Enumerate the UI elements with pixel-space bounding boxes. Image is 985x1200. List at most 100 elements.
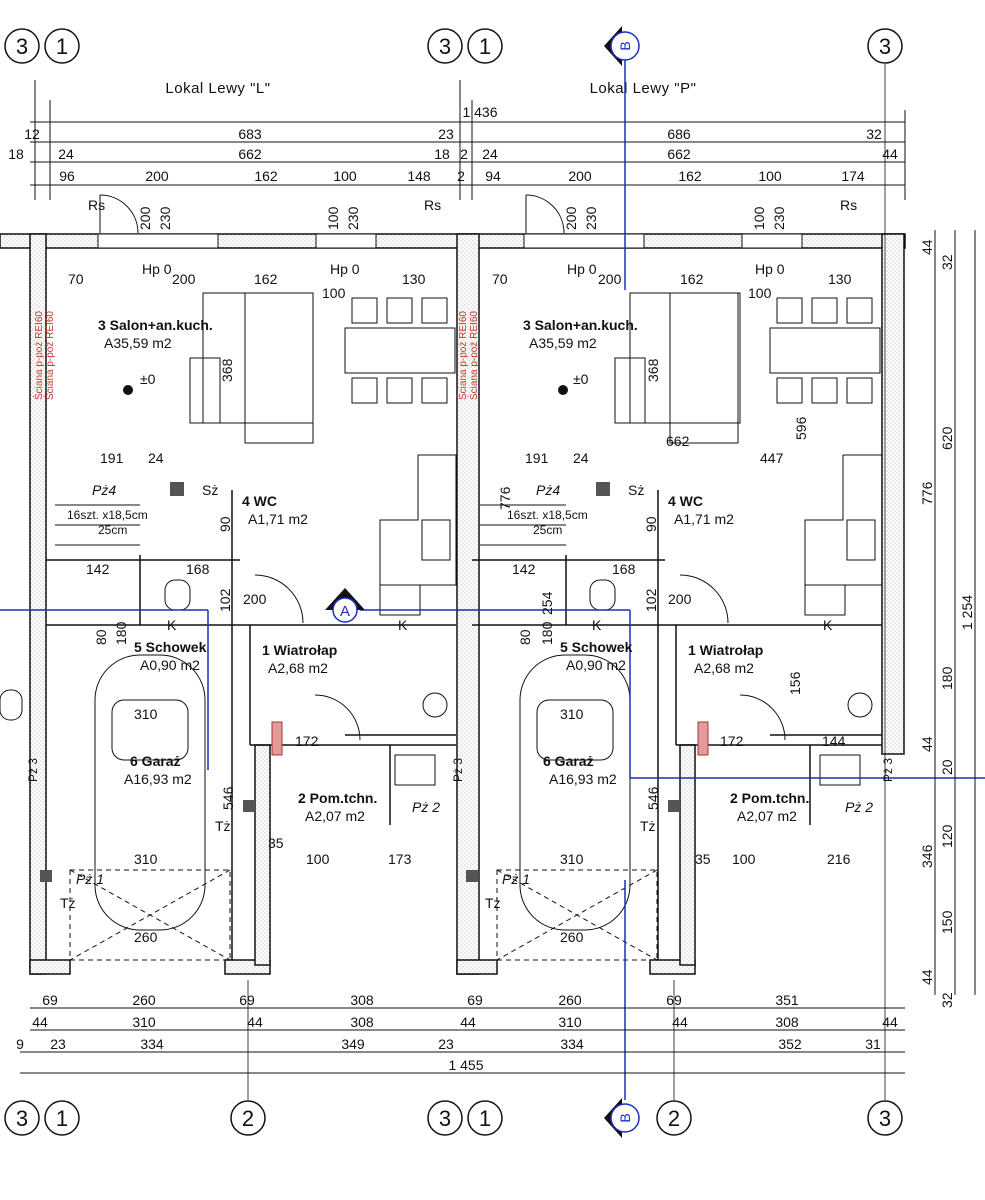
- svg-text:200: 200: [598, 271, 622, 287]
- svg-text:Sż: Sż: [628, 482, 644, 498]
- svg-text:44: 44: [919, 239, 935, 255]
- svg-text:Pż4: Pż4: [536, 482, 560, 498]
- svg-text:310: 310: [132, 1014, 156, 1030]
- svg-text:546: 546: [220, 786, 236, 810]
- section-b-marker-top: B: [604, 26, 640, 66]
- svg-text:2: 2: [457, 168, 465, 184]
- svg-text:120: 120: [939, 824, 955, 848]
- axis-label: 3: [16, 1106, 28, 1131]
- section-a-marker: A: [325, 588, 365, 623]
- svg-text:31: 31: [865, 1036, 881, 1052]
- svg-text:260: 260: [132, 992, 156, 1008]
- axis-lines: [247, 64, 886, 1100]
- svg-text:±0: ±0: [140, 371, 156, 387]
- svg-text:±0: ±0: [573, 371, 589, 387]
- room-area: A0,90 m2: [140, 657, 200, 673]
- svg-text:310: 310: [134, 706, 158, 722]
- svg-text:Sż: Sż: [202, 482, 218, 498]
- svg-text:216: 216: [827, 851, 851, 867]
- svg-text:200: 200: [568, 168, 592, 184]
- axis-label: 3: [439, 1106, 451, 1131]
- room-area: A16,93 m2: [124, 771, 192, 787]
- svg-text:168: 168: [612, 561, 636, 577]
- svg-text:310: 310: [560, 706, 584, 722]
- svg-text:162: 162: [680, 271, 704, 287]
- svg-text:Pż 3: Pż 3: [881, 758, 895, 782]
- axis-label: 2: [668, 1106, 680, 1131]
- svg-text:683: 683: [238, 126, 262, 142]
- svg-text:24: 24: [573, 450, 589, 466]
- doors: [99, 194, 786, 741]
- svg-text:168: 168: [186, 561, 210, 577]
- walls: [0, 233, 906, 975]
- axis-label: 1: [56, 34, 68, 59]
- rs-marker: Rs: [88, 197, 105, 213]
- svg-text:Pż4: Pż4: [92, 482, 116, 498]
- svg-text:B: B: [617, 1113, 633, 1122]
- axis-label: 3: [439, 34, 451, 59]
- svg-text:44: 44: [919, 969, 935, 985]
- room-name: 2 Pom.tchn.: [298, 790, 377, 806]
- dim-total-bottom: 1 455: [448, 1057, 483, 1073]
- room-name: 3 Salon+an.kuch.: [523, 317, 638, 333]
- svg-text:200: 200: [137, 206, 153, 230]
- svg-text:80: 80: [517, 629, 533, 645]
- svg-text:100: 100: [325, 206, 341, 230]
- svg-text:Hp 0: Hp 0: [567, 261, 597, 277]
- axis-label: 3: [879, 34, 891, 59]
- svg-text:308: 308: [350, 1014, 374, 1030]
- svg-text:230: 230: [771, 206, 787, 230]
- svg-text:172: 172: [720, 733, 744, 749]
- svg-text:44: 44: [919, 736, 935, 752]
- svg-text:K: K: [592, 617, 602, 633]
- svg-text:200: 200: [145, 168, 169, 184]
- svg-text:18: 18: [8, 146, 24, 162]
- svg-text:Pż 1: Pż 1: [76, 871, 104, 887]
- svg-text:Pż 3: Pż 3: [451, 758, 465, 782]
- rooms-left: 3 Salon+an.kuch. A35,59 m2 4 WC A1,71 m2…: [98, 317, 377, 824]
- room-area: A35,59 m2: [104, 335, 172, 351]
- svg-text:24: 24: [58, 146, 74, 162]
- room-name: 3 Salon+an.kuch.: [98, 317, 213, 333]
- svg-text:180: 180: [113, 621, 129, 645]
- svg-text:Pż 3: Pż 3: [26, 758, 40, 782]
- svg-text:200: 200: [563, 206, 579, 230]
- unit-title-right: Lokal Lewy "P": [590, 80, 697, 97]
- svg-text:546: 546: [645, 786, 661, 810]
- svg-text:12: 12: [24, 126, 40, 142]
- axis-label: 1: [479, 1106, 491, 1131]
- svg-text:44: 44: [32, 1014, 48, 1030]
- svg-text:Tż: Tż: [60, 895, 76, 911]
- room-name: 6 Garaż: [130, 753, 181, 769]
- svg-text:Pż 1: Pż 1: [502, 871, 530, 887]
- svg-text:2: 2: [460, 146, 468, 162]
- svg-text:20: 20: [939, 759, 955, 775]
- dim-row-1: 12 683 23 686 32: [24, 126, 882, 142]
- wall-note: Ściana p-poż REI60: [467, 311, 480, 400]
- room-area: A1,71 m2: [248, 511, 308, 527]
- svg-text:K: K: [823, 617, 833, 633]
- svg-text:100: 100: [758, 168, 782, 184]
- svg-text:662: 662: [666, 433, 690, 449]
- svg-text:18: 18: [434, 146, 450, 162]
- axis-label: 1: [479, 34, 491, 59]
- svg-text:35: 35: [268, 835, 284, 851]
- svg-text:32: 32: [939, 992, 955, 1008]
- svg-text:80: 80: [93, 629, 109, 645]
- rs-marker: Rs: [840, 197, 857, 213]
- svg-text:156: 156: [787, 671, 803, 695]
- svg-text:94: 94: [485, 168, 501, 184]
- svg-text:24: 24: [482, 146, 498, 162]
- room-name: 5 Schowek: [560, 639, 633, 655]
- svg-text:9: 9: [16, 1036, 24, 1052]
- svg-text:K: K: [398, 617, 408, 633]
- axis-label: 3: [879, 1106, 891, 1131]
- svg-text:447: 447: [760, 450, 784, 466]
- svg-text:172: 172: [295, 733, 319, 749]
- svg-text:44: 44: [247, 1014, 263, 1030]
- svg-text:200: 200: [243, 591, 267, 607]
- svg-text:102: 102: [217, 588, 233, 612]
- svg-text:368: 368: [219, 358, 235, 382]
- svg-text:23: 23: [50, 1036, 66, 1052]
- svg-text:200: 200: [172, 271, 196, 287]
